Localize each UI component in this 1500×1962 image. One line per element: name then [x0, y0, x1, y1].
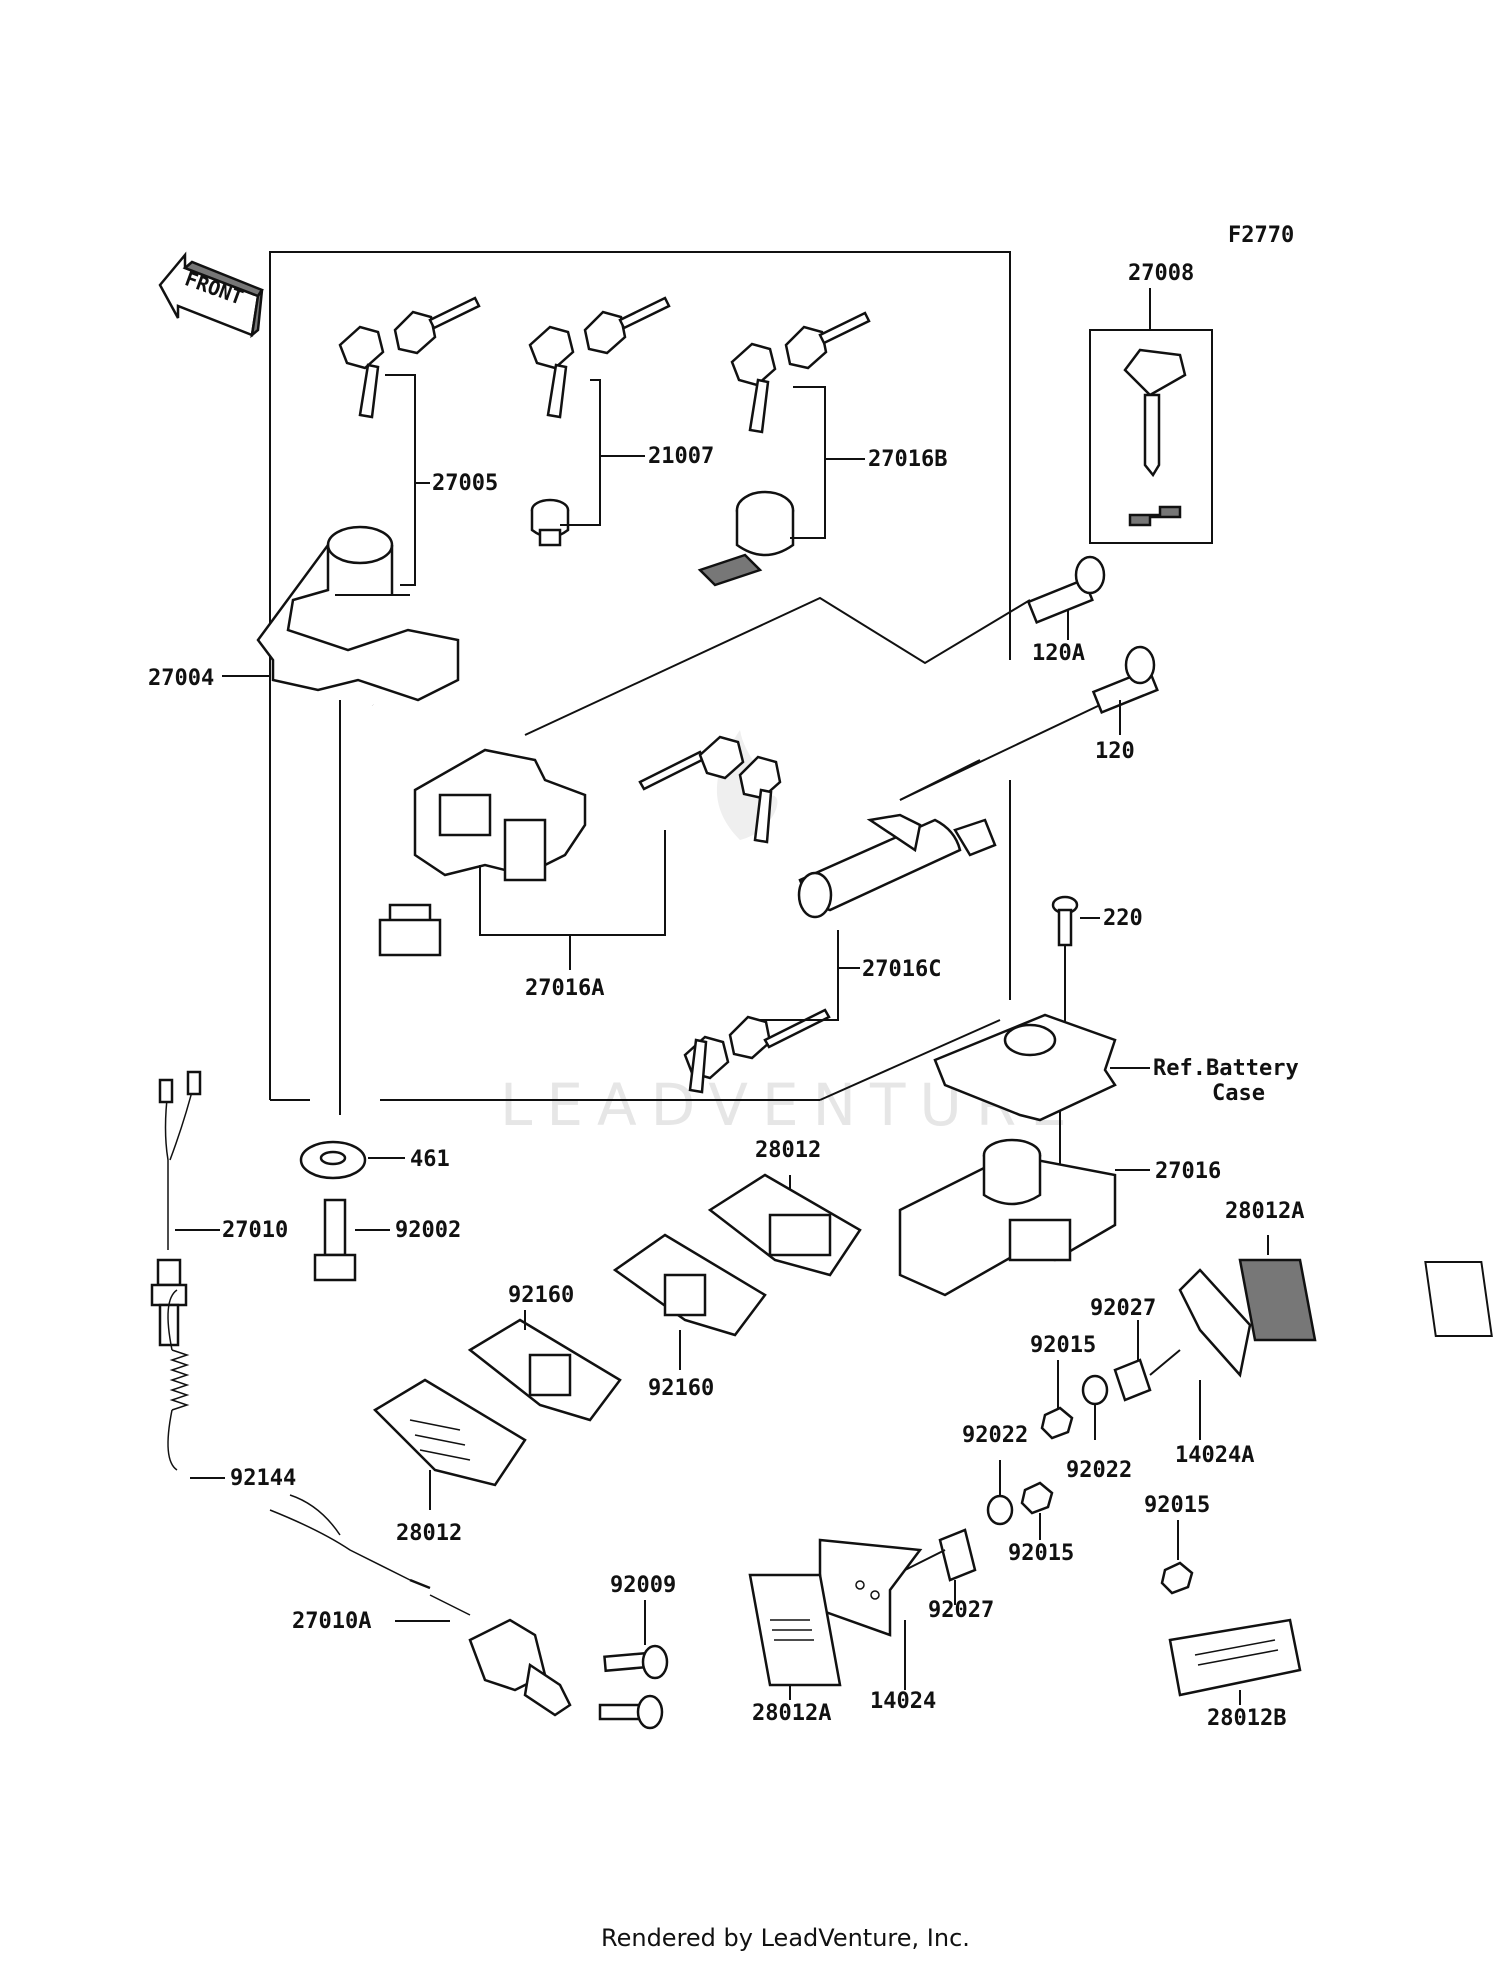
screw-92009-a [603, 1644, 669, 1680]
pad-28012a-right [1238, 1258, 1493, 1342]
label-461: 461 [410, 1147, 450, 1172]
label-92144: 92144 [230, 1466, 296, 1491]
lock-tube-27016c [683, 813, 997, 1094]
pad-28012-top [707, 1173, 862, 1277]
label-21007: 21007 [648, 444, 714, 469]
label-27010: 27010 [222, 1218, 288, 1243]
key-set-27005 [338, 296, 481, 419]
label-27016a: 27016A [525, 976, 604, 1001]
label-28012a-right: 28012A [1225, 1199, 1304, 1224]
pad-28012-low [372, 1378, 527, 1487]
collar-92027-low [938, 1528, 977, 1582]
lock-cylinder-27016b [697, 490, 795, 587]
ref-note-line1: Ref.Battery [1153, 1056, 1299, 1081]
ref-note-line2: Case [1212, 1081, 1265, 1106]
gasket-92160-left [467, 1318, 622, 1422]
label-92015-b: 92015 [1008, 1541, 1074, 1566]
bolt-120 [1091, 645, 1159, 714]
label-92015-a: 92015 [1030, 1333, 1096, 1358]
label-28012-low: 28012 [396, 1521, 462, 1546]
nut-92015-low [1020, 1481, 1054, 1515]
pad-28012b [1168, 1618, 1302, 1697]
cover-14024a [1178, 1268, 1252, 1378]
label-92027-top: 92027 [1090, 1296, 1156, 1321]
key-blank-27008 [1123, 348, 1187, 527]
label-27016: 27016 [1155, 1159, 1221, 1184]
label-220: 220 [1103, 906, 1143, 931]
label-120: 120 [1095, 739, 1135, 764]
seat-lock-27016a [413, 735, 782, 882]
label-27010a: 27010A [292, 1609, 371, 1634]
callouts: 27008 27005 21007 27016B 27004 120A 120 … [148, 261, 1304, 1731]
micro-switch-27010a [269, 1494, 572, 1717]
bracket-ref-battery-case [933, 1013, 1117, 1122]
label-28012a-low: 28012A [752, 1701, 831, 1726]
spring-92144 [167, 1289, 190, 1471]
screw-220 [1051, 895, 1079, 947]
washer-92022-top [1081, 1374, 1109, 1406]
label-27016c: 27016C [862, 957, 941, 982]
bolt-92002 [313, 1198, 357, 1282]
label-92009: 92009 [610, 1573, 676, 1598]
label-28012-top: 28012 [755, 1138, 821, 1163]
diagram-code: F2770 [1228, 223, 1294, 248]
label-92160-a: 92160 [508, 1283, 574, 1308]
switch-wire-27010 [150, 1070, 202, 1347]
footer-credit: Rendered by LeadVenture, Inc. [601, 1924, 970, 1952]
gasket-92160-right [612, 1233, 767, 1337]
washer-461 [299, 1140, 367, 1180]
bolt-120a [1026, 555, 1106, 624]
label-92002: 92002 [395, 1218, 461, 1243]
label-92022-a: 92022 [962, 1423, 1028, 1448]
key-set-21007 [528, 296, 671, 419]
key-set-27016b [730, 311, 871, 434]
label-92027-low: 92027 [928, 1598, 994, 1623]
label-27005: 27005 [432, 471, 498, 496]
label-27008: 27008 [1128, 261, 1194, 286]
screw-92009-b [598, 1694, 664, 1730]
nut-92015-top [1040, 1406, 1074, 1440]
washer-92022-low [986, 1494, 1014, 1526]
ignition-switch-27004 [256, 525, 460, 957]
pad-28012a-low [748, 1573, 842, 1687]
label-27016b: 27016B [868, 447, 947, 472]
nut-92015-right [1160, 1561, 1194, 1595]
label-92015-c: 92015 [1144, 1493, 1210, 1518]
seat-lock-base-27016 [898, 1138, 1117, 1297]
label-14024: 14024 [870, 1689, 936, 1714]
label-14024a: 14024A [1175, 1443, 1254, 1468]
lock-cylinder-21007 [530, 498, 570, 547]
label-120a: 120A [1032, 641, 1085, 666]
label-28012b: 28012B [1207, 1706, 1286, 1731]
label-92160-b: 92160 [648, 1376, 714, 1401]
label-92022-b: 92022 [1066, 1458, 1132, 1483]
front-arrow-icon: FRONT [158, 251, 264, 339]
collar-92027-top [1113, 1358, 1152, 1402]
label-27004: 27004 [148, 666, 214, 691]
